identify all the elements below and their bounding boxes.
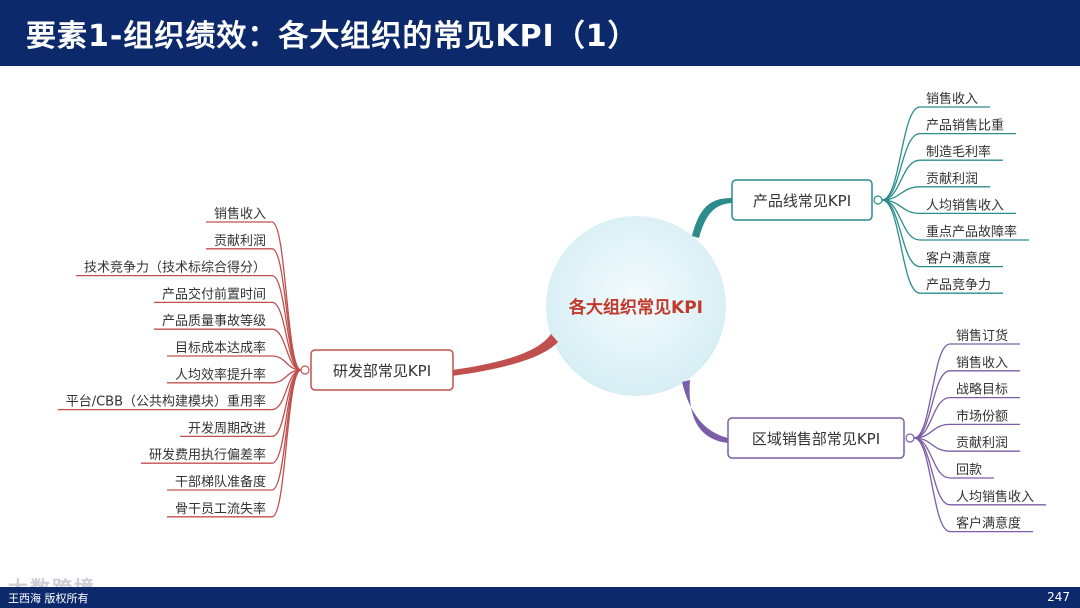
- page-number: 247: [1047, 590, 1070, 604]
- rd-leaf-label: 骨干员工流失率: [175, 501, 266, 517]
- rd-leaf-label: 技术竞争力（技术标综合得分）: [84, 260, 266, 276]
- regional-sales-leaf-label: 贡献利润: [956, 436, 1008, 451]
- rd-leaf-label: 人均效率提升率: [175, 367, 266, 383]
- product-line-connector: [692, 198, 732, 238]
- product-line-leaf-label: 制造毛利率: [926, 144, 991, 160]
- header-bar: 要素1-组织绩效：各大组织的常见KPI（1）: [0, 0, 1080, 66]
- rd-leaf-label: 干部梯队准备度: [175, 474, 266, 490]
- rd-leaf-connector: [271, 369, 302, 518]
- regional-sales-connector: [682, 380, 728, 443]
- product-line-leaf-label: 产品竞争力: [926, 277, 991, 293]
- rd-leaf-label: 开发周期改进: [188, 420, 266, 436]
- rd-leaf-label: 销售收入: [214, 206, 266, 222]
- rd-leaf-connector: [271, 248, 302, 371]
- product-line-leaf-connector: [881, 106, 921, 201]
- product-line-leaf-label: 客户满意度: [926, 251, 991, 267]
- product-line-leaf-label: 产品销售比重: [926, 118, 1004, 134]
- rd-joint: [300, 365, 310, 375]
- regional-sales-node: [727, 417, 905, 459]
- regional-sales-leaf-label: 人均销售收入: [956, 489, 1034, 505]
- regional-sales-leaf-connector: [913, 396, 951, 439]
- regional-sales-node-label: 区域销售部常见KPI: [752, 430, 880, 448]
- regional-sales-leaf-label: 客户满意度: [956, 516, 1021, 532]
- rd-leaf-label: 研发费用执行偏差率: [149, 447, 266, 463]
- product-line-leaf-label: 人均销售收入: [926, 197, 1004, 213]
- product-line-leaf-connector: [881, 199, 921, 294]
- regional-sales-leaf-label: 销售订货: [956, 328, 1008, 344]
- rd-leaf-label: 产品质量事故等级: [162, 313, 266, 329]
- product-line-leaf-connector: [881, 159, 921, 201]
- rd-connector: [452, 334, 558, 376]
- footer-copyright: 王西海 版权所有: [8, 592, 89, 605]
- product-line-leaf-connector: [881, 199, 921, 268]
- footer-bar: 王西海 版权所有 247: [0, 587, 1080, 608]
- product-line-node-label: 产品线常见KPI: [753, 192, 851, 210]
- product-line-leaf-connector: [881, 132, 921, 201]
- regional-sales-leaf-connector: [913, 437, 951, 506]
- rd-node: [310, 349, 454, 391]
- product-line-joint: [873, 195, 883, 205]
- product-line-leaf-label: 贡献利润: [926, 172, 978, 187]
- regional-sales-leaf-label: 市场份额: [956, 408, 1008, 424]
- rd-node-label: 研发部常见KPI: [333, 362, 431, 380]
- center-node: [546, 216, 726, 396]
- product-line-leaf-label: 重点产品故障率: [926, 224, 1017, 240]
- rd-leaf-label: 目标成本达成率: [175, 340, 266, 356]
- regional-sales-joint: [905, 433, 915, 443]
- product-line-node: [731, 179, 873, 221]
- page-title: 要素1-组织绩效：各大组织的常见KPI（1）: [26, 19, 639, 54]
- center-node-label: 各大组织常见KPI: [568, 297, 703, 318]
- regional-sales-leaf-label: 战略目标: [956, 382, 1008, 398]
- rd-leaf-connector: [271, 274, 302, 371]
- regional-sales-leaf-connector: [913, 437, 951, 533]
- product-line-leaf-label: 销售收入: [926, 91, 978, 107]
- regional-sales-leaf-connector: [913, 343, 951, 439]
- rd-leaf-label: 平台/CBB（公共构建模块）重用率: [66, 394, 266, 410]
- rd-leaf-label: 产品交付前置时间: [162, 286, 266, 302]
- regional-sales-leaf-label: 回款: [956, 463, 982, 478]
- regional-sales-leaf-connector: [913, 370, 951, 439]
- rd-leaf-connector: [271, 328, 302, 371]
- regional-sales-leaf-label: 销售收入: [956, 355, 1008, 371]
- rd-leaf-label: 贡献利润: [214, 234, 266, 249]
- product-line-leaf-group: 销售收入产品销售比重制造毛利率贡献利润人均销售收入重点产品故障率客户满意度产品竞…: [881, 91, 1030, 294]
